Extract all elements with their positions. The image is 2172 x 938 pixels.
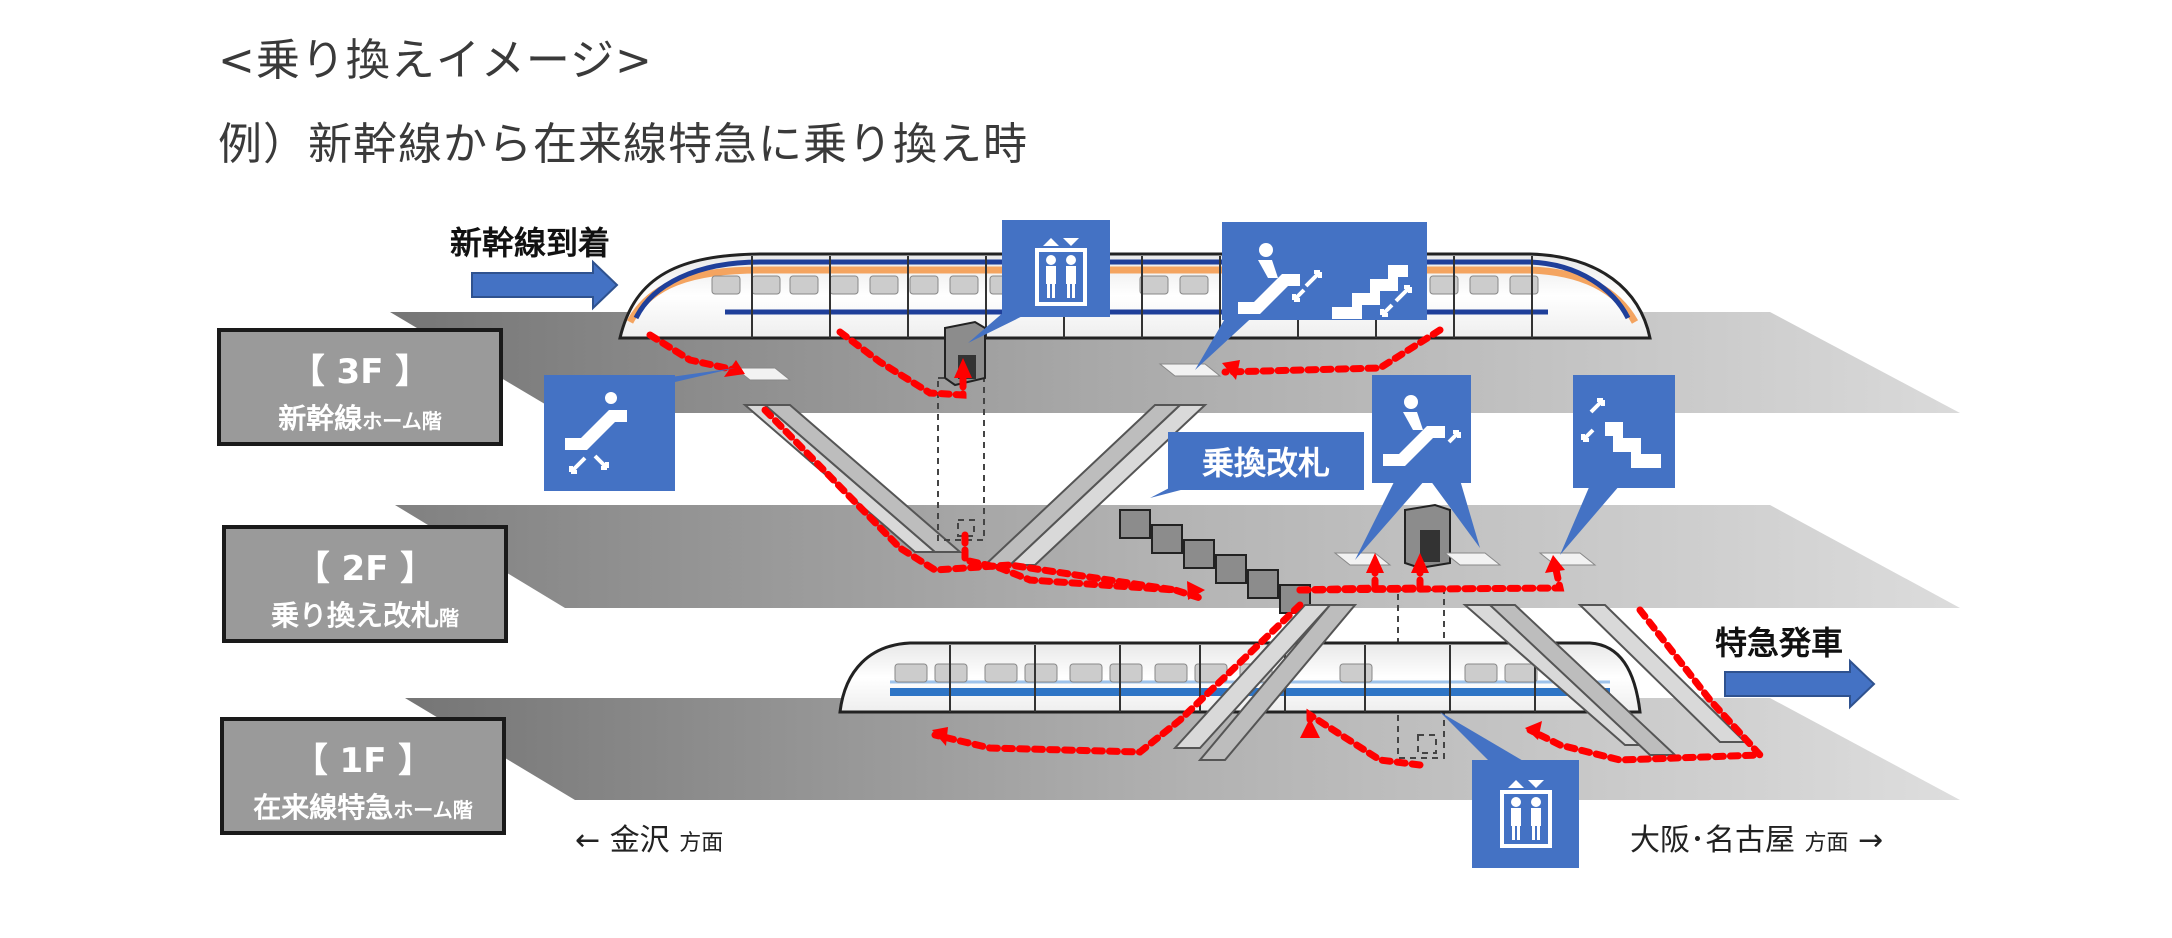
direction-right: 大阪･名古屋 方面 →	[1630, 823, 1884, 858]
stairs-icon	[1332, 265, 1412, 319]
floor-label-2f: 【 2F 】 乗り換え改札階	[222, 525, 508, 643]
direction-left: ← 金沢 方面	[575, 823, 724, 858]
escalator-icon-3f-left	[565, 392, 627, 474]
escalator-2f-1f	[1172, 604, 1748, 761]
transfer-gate-label: 乗換改札	[1201, 444, 1330, 482]
floor-number: 【 2F 】	[295, 549, 435, 589]
route-arrowheads	[724, 358, 1565, 746]
elevator-icon	[1035, 238, 1087, 306]
callout-transfer-gate	[1168, 432, 1364, 490]
platform-marker-3f-right	[1158, 363, 1222, 377]
escalator-icon	[1238, 243, 1322, 314]
escalator-icon-2f	[1383, 395, 1461, 466]
floor-name: 乗り換え改札階	[270, 599, 459, 632]
floor-label-3f: 【 3F 】 新幹線ホーム階	[217, 328, 503, 446]
page-subtitle: 例）新幹線から在来線特急に乗り換え時	[218, 119, 1028, 170]
stairs-icon-2f	[1581, 398, 1661, 468]
floor-label-1f: 【 1F 】 在来線特急ホーム階	[220, 717, 506, 835]
departure-label: 特急発車	[1715, 624, 1844, 662]
arrival-arrow	[471, 259, 619, 311]
callout-elevator-1f	[1472, 760, 1579, 868]
floor-number: 【 3F 】	[290, 352, 430, 392]
escalator-3f-2f	[742, 404, 1208, 566]
elevator-icon-1f	[1500, 780, 1552, 848]
arrival-label: 新幹線到着	[450, 224, 611, 262]
page-title: <乗り換えイメージ>	[218, 35, 653, 86]
callout-stairs-2f	[1573, 375, 1675, 488]
platform-marker-2f-2	[1443, 552, 1502, 566]
departure-arrow	[1724, 658, 1876, 710]
floor-name: 在来線特急ホーム階	[253, 791, 473, 824]
platform-marker-3f-left	[733, 367, 792, 381]
shinkansen-train	[618, 252, 1652, 340]
elevator-car-2f	[1404, 503, 1451, 570]
floor-slab-2f	[395, 505, 1960, 608]
floor-name: 新幹線ホーム階	[278, 402, 442, 435]
floor-number: 【 1F 】	[293, 741, 433, 781]
